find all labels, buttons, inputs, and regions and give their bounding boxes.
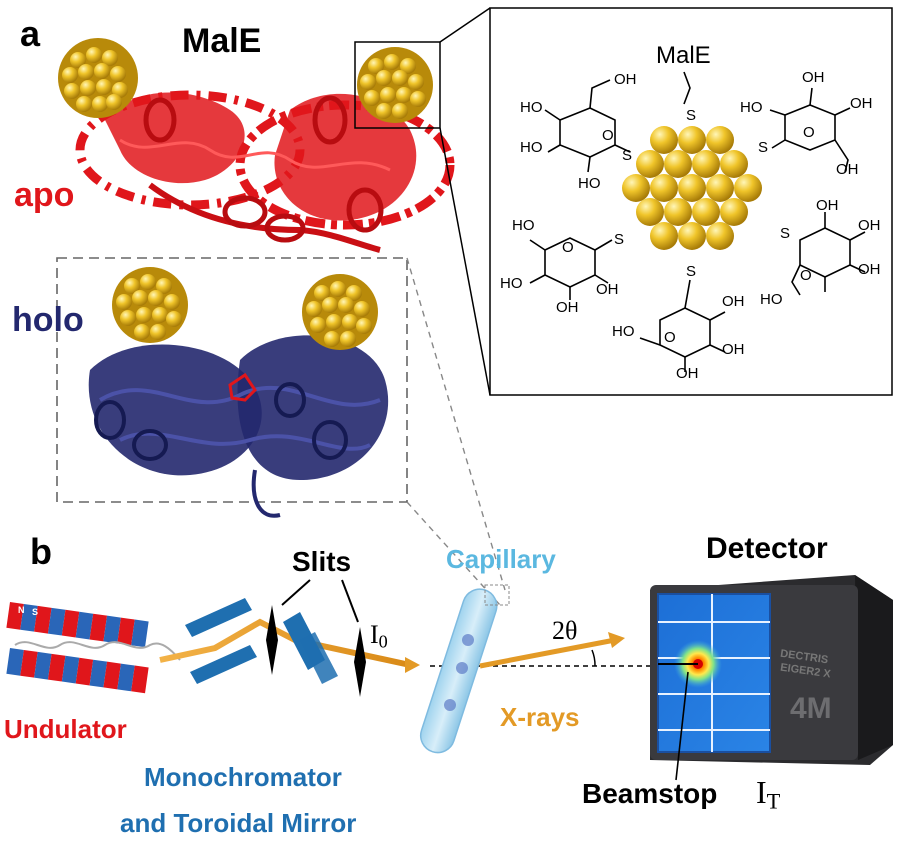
monochromator-label-line2: and Toroidal Mirror [120,808,357,838]
capillary-tube [419,584,510,754]
inset-oh-10: OH [722,293,745,310]
gold-nanoparticle-apo-left [58,38,138,118]
monochromator-crystals [185,598,338,684]
slit-1 [266,605,278,675]
inset-ho-4: HO [740,99,763,116]
detector-model: 4M [790,692,832,725]
inset-oh-4: OH [836,161,859,178]
inset-o-3: O [562,239,574,256]
inset-sulfur-lr: S [780,225,791,242]
inset-oh-1: OH [614,71,637,88]
slits-label: Slits [292,546,352,577]
inset-gold-cluster [622,126,762,250]
undulator-magnets [6,602,181,694]
slits-pointer-2 [341,579,359,623]
inset-oh-12: OH [676,365,699,382]
inset-o-1: O [602,127,614,144]
i0-main: I [370,620,379,649]
slit-2 [354,627,366,697]
malE-title: MalE [182,22,262,60]
detector-label: Detector [706,532,828,565]
apo-protein-structure [75,90,455,253]
beamstop-pointer [675,671,689,781]
inset-oh-5: OH [556,299,579,316]
inset-oh-2: OH [802,69,825,86]
holo-label: holo [12,301,84,339]
inset-sulfur-bottom: S [686,263,697,280]
inset-oh-8: OH [858,217,881,234]
i0-label: I0 [370,622,388,651]
inset-oh-3: OH [850,95,873,112]
panel-a-letter: a [20,13,41,54]
detector-body [650,575,893,765]
xrays-label: X-rays [500,702,580,732]
zoom-box [354,41,441,129]
panel-b-letter: b [30,531,52,572]
inset-malE-label: MalE [656,42,711,69]
gold-nanoparticle-apo-right [357,47,433,123]
holo-protein-structure [88,335,389,518]
magnet-letter-s: S [32,607,39,617]
inset-sugar-structures [529,71,866,372]
it-subscript: T [766,788,781,814]
slits-pointer-1 [281,579,311,606]
inset-ho-3: HO [578,175,601,192]
inset-o-5: O [664,329,676,346]
inset-o-4: O [800,267,812,284]
inset-ho-6: HO [500,275,523,292]
inset-oh-7: OH [816,197,839,214]
inset-ho-2: HO [520,139,543,156]
gold-nanoparticle-holo-right [302,274,378,350]
inset-oh-11: OH [722,341,745,358]
it-label: IT [756,776,780,813]
i0-subscript: 0 [378,631,388,652]
monochromator-label-line1: Monochromator [144,762,342,792]
inset-ho-5: HO [512,217,535,234]
apo-label: apo [14,176,75,214]
gold-nanoparticle-holo-left [112,267,188,343]
inset-sulfur-top: S [686,107,697,124]
angle-label: 2θ [552,616,578,645]
it-main: I [756,774,767,810]
holo-capillary-connector-1 [406,257,506,591]
undulator-label: Undulator [4,714,127,744]
holo-dashed-box [56,257,408,503]
zoom-connector-top [439,7,491,43]
beamstop-label: Beamstop [582,778,718,809]
inset-sulfur-ll: S [614,231,625,248]
magnet-letter-n: N [18,605,25,615]
inset-o-2: O [803,124,815,141]
inset-ho-8: HO [612,323,635,340]
inset-ho-7: HO [760,291,783,308]
inset-sulfur-ur: S [758,139,769,156]
zoom-connector-bottom [439,127,491,396]
inset-sulfur-ul: S [622,147,633,164]
inset-oh-9: OH [858,261,881,278]
inset-oh-6: OH [596,281,619,298]
capillary-label: Capillary [446,544,556,574]
inset-ho-1: HO [520,99,543,116]
